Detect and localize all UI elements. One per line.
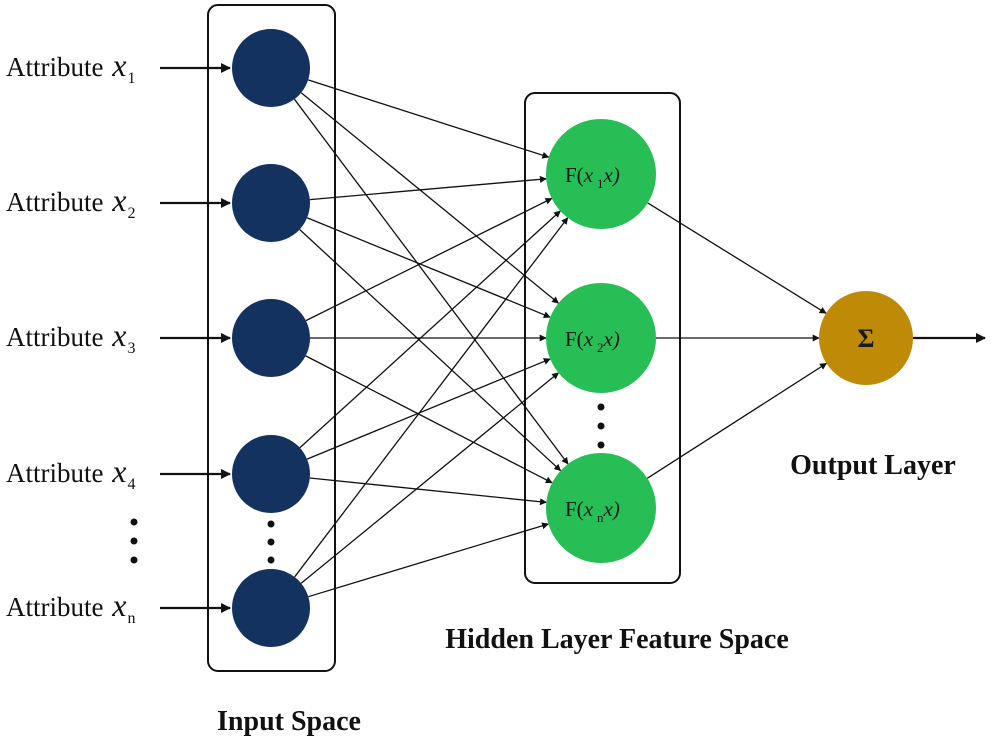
edge-h3-out — [646, 362, 828, 479]
edge-h1-out — [647, 202, 827, 314]
edge-in5-h1 — [294, 217, 569, 578]
hidden-node-2 — [546, 283, 656, 393]
input-arrows — [160, 63, 986, 613]
input-node-2 — [232, 164, 310, 242]
hidden-space-caption: Hidden Layer Feature Space — [445, 624, 789, 655]
edge-in2-h1 — [309, 175, 547, 201]
edge-in2-h3 — [299, 228, 562, 472]
hidden-node-1 — [546, 119, 656, 229]
nodes — [232, 29, 913, 647]
sigma-symbol: Σ — [858, 324, 875, 353]
edge-in4-h3 — [309, 477, 547, 506]
edge-in4-h2 — [306, 358, 551, 460]
output-layer-caption: Output Layer — [790, 450, 956, 481]
edge-in3-h3 — [305, 355, 553, 484]
node-ellipsis-dots — [267, 520, 275, 564]
edge-in1-h3 — [293, 98, 569, 465]
output-node — [819, 291, 913, 385]
attribute-label: Attribute xn — [6, 587, 135, 627]
input-node-3 — [232, 299, 310, 377]
input-node-5 — [232, 569, 310, 647]
labels: Attribute x1 Attribute x2 Attribute x3 Attr… — [6, 47, 875, 627]
edge-in1-h2 — [300, 92, 559, 304]
attribute-label: Attribute x3 — [6, 317, 135, 357]
attribute-label: Attribute x2 — [6, 182, 135, 222]
connection-edges — [293, 79, 828, 598]
attribute-label: Attribute x4 — [6, 453, 135, 493]
edge-in2-h2 — [306, 217, 551, 319]
input-node-1 — [232, 29, 310, 107]
input-ellipsis-dots — [130, 518, 138, 564]
input-space-caption: Input Space — [217, 706, 361, 737]
hidden-node-3 — [546, 453, 656, 563]
edge-in1-h1 — [307, 79, 550, 159]
edge-in3-h1 — [305, 197, 553, 322]
edge-in4-h1 — [299, 210, 561, 449]
input-node-4 — [232, 435, 310, 513]
edge-in5-h3 — [308, 522, 550, 598]
attribute-label: Attribute x1 — [6, 47, 135, 87]
edge-in5-h2 — [300, 372, 559, 584]
hidden-ellipsis-dots — [597, 403, 605, 449]
